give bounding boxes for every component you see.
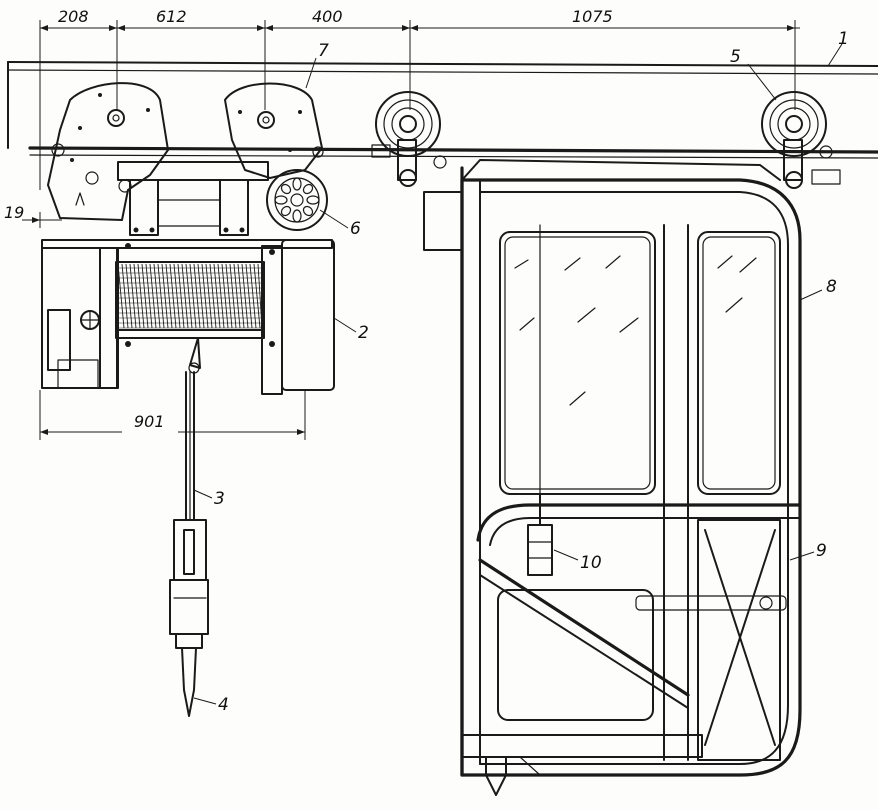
leader-lines [193, 43, 843, 705]
wheel-right [761, 91, 841, 189]
dim-901: 901 [134, 412, 165, 431]
rail-beam [7, 61, 878, 159]
callout-7: 7 [318, 41, 329, 61]
callout-8: 8 [826, 277, 837, 297]
callout-6: 6 [350, 219, 361, 239]
left-trolley-plate [47, 82, 169, 221]
cabin [423, 159, 802, 796]
dim-208: 208 [58, 7, 89, 26]
dim-612: 612 [156, 7, 187, 26]
hoist-body [41, 239, 335, 395]
callout-5: 5 [730, 47, 741, 67]
hook-assembly [169, 337, 209, 717]
item-10-device [527, 493, 553, 576]
wheel-left [371, 91, 447, 187]
callout-10: 10 [580, 553, 602, 573]
middle-trolley-plate [224, 82, 324, 179]
trolley-frame [117, 161, 269, 236]
callout-3: 3 [214, 489, 225, 509]
callout-9: 9 [816, 541, 827, 561]
dim-901-lines [39, 390, 306, 440]
rope-drum [115, 243, 275, 347]
travel-motor [266, 169, 328, 231]
dim-19: 19 [4, 203, 24, 222]
dim-400: 400 [312, 7, 343, 26]
callout-1: 1 [838, 29, 849, 49]
dim-1075: 1075 [572, 7, 613, 26]
dim-19-lines [22, 212, 62, 228]
callout-4: 4 [218, 695, 229, 715]
callout-2: 2 [358, 323, 369, 343]
